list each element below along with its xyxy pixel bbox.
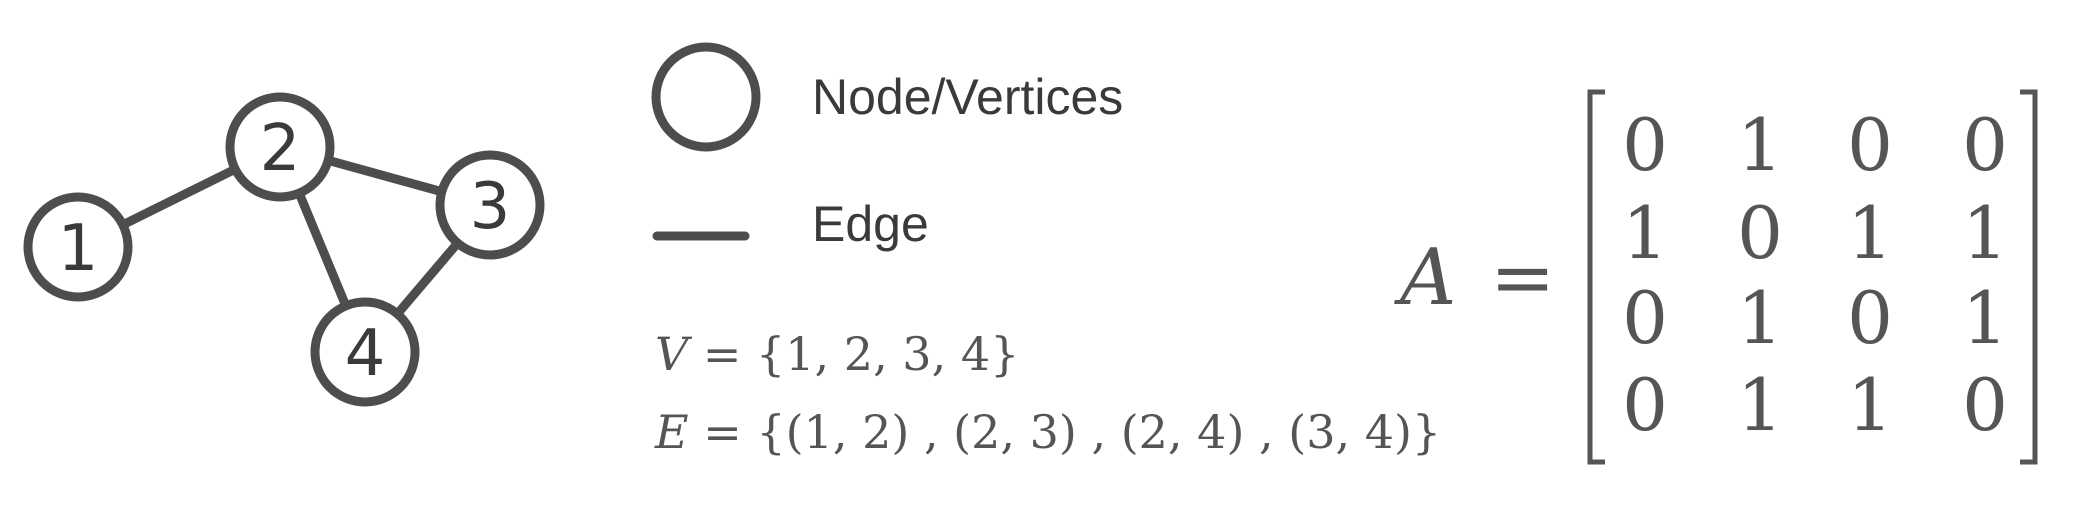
graph-nodes: 1 2 3 4 [23, 92, 545, 407]
matrix-cell-3-1: 0 [1622, 276, 1668, 360]
vertex-set-values: = {1, 2, 3, 4} [688, 327, 1019, 381]
matrix-cell-1-2: 1 [1737, 103, 1783, 187]
node-circle [225, 92, 335, 202]
node-label: 3 [470, 170, 511, 244]
matrix-cell-4-1: 0 [1622, 363, 1668, 447]
set-definitions: V = {1, 2, 3, 4} E = {(1, 2) , (2, 3) , … [654, 327, 1441, 459]
node-3: 3 [435, 150, 545, 260]
node-label: 2 [260, 112, 301, 186]
node-1: 1 [23, 192, 133, 302]
matrix-cell-4-4: 0 [1962, 363, 2008, 447]
matrix-cell-3-3: 0 [1847, 276, 1893, 360]
node-circle [310, 297, 420, 407]
legend-edge-label: Edge [812, 196, 929, 252]
matrix-cell-2-1: 1 [1622, 191, 1668, 275]
node-circle [23, 192, 133, 302]
edge-set: E = {(1, 2) , (2, 3) , (2, 4) , (3, 4)} [654, 405, 1441, 459]
node-4: 4 [310, 297, 420, 407]
legend-node-icon [651, 42, 761, 152]
matrix-cell-4-2: 1 [1737, 363, 1783, 447]
matrix-cell-3-2: 1 [1737, 276, 1783, 360]
node-circle [435, 150, 545, 260]
node-label: 4 [345, 317, 386, 391]
legend: Node/Vertices Edge [651, 42, 1123, 252]
matrix-cell-1-3: 0 [1847, 103, 1893, 187]
matrix-left-bracket [1587, 89, 1605, 465]
matrix-cell-2-3: 1 [1847, 191, 1893, 275]
node-2: 2 [225, 92, 335, 202]
matrix-cell-2-2: 0 [1737, 191, 1783, 275]
matrix-cell-3-4: 1 [1962, 276, 2008, 360]
node-label: 1 [58, 212, 99, 286]
matrix-cell-1-1: 0 [1622, 103, 1668, 187]
vertex-set-name: V [655, 327, 693, 381]
legend-node-label: Node/Vertices [812, 69, 1123, 125]
edge-set-values: = {(1, 2) , (2, 3) , (2, 4) , (3, 4)} [689, 405, 1442, 459]
matrix-equals: = [1490, 233, 1555, 323]
matrix-cell-1-4: 0 [1962, 103, 2008, 187]
matrix-cell-4-3: 1 [1847, 363, 1893, 447]
matrix-name: A [1394, 233, 1456, 323]
edge-set-name: E [654, 405, 689, 459]
vertex-set: V = {1, 2, 3, 4} [655, 327, 1019, 381]
matrix-right-bracket [2020, 89, 2038, 465]
matrix-cell-2-4: 1 [1962, 191, 2008, 275]
